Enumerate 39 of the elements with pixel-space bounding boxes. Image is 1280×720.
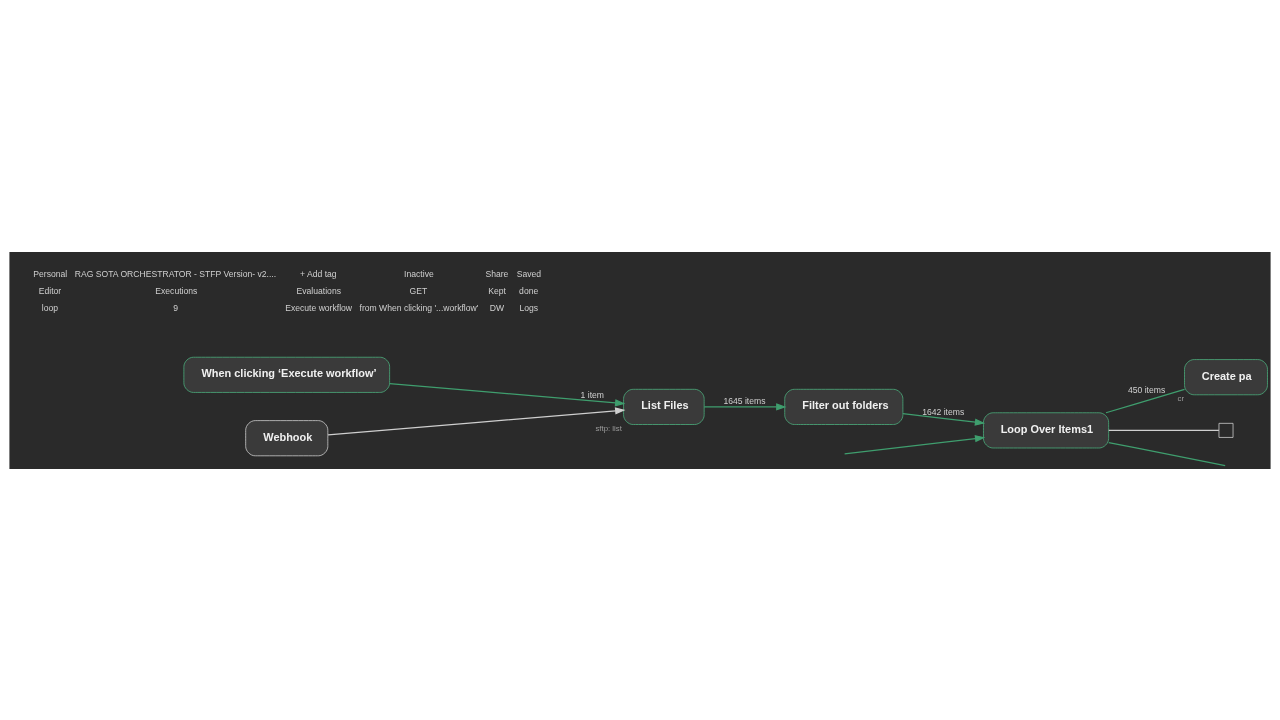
label: Execute workflow: [285, 302, 353, 313]
label: Share: [485, 268, 509, 279]
node-box: When clicking ‘Execute workflow’: [183, 356, 391, 393]
node-box: Create pa: [1184, 358, 1268, 395]
node-box: Webhook: [245, 419, 329, 456]
label: done: [519, 285, 539, 296]
node-label: sftp: list: [595, 423, 622, 433]
label: Inactive: [404, 268, 434, 279]
node-box: Loop Over Items1: [983, 411, 1110, 448]
connector: [1108, 441, 1226, 466]
node-box: Filter out folders: [784, 388, 904, 425]
connector: [1105, 388, 1186, 413]
arrow: [389, 382, 626, 406]
edge-label: 1 item: [580, 389, 604, 400]
label: + Add tag: [300, 268, 337, 279]
label: GET: [409, 285, 428, 296]
edge-label: 1642 items: [922, 406, 965, 417]
arrow: [902, 412, 986, 426]
label: Executions: [155, 285, 198, 296]
label: 9: [173, 302, 179, 313]
label: Logs: [519, 302, 539, 313]
node-box: List Files: [623, 388, 705, 425]
arrow: [703, 402, 787, 411]
label: Kept: [488, 285, 506, 296]
label: Evaluations: [296, 285, 341, 296]
label: Saved: [516, 268, 542, 279]
label: RAG SOTA ORCHESTRATOR - STFP Version- v2....: [74, 268, 277, 279]
node-box: [1218, 422, 1234, 438]
label: from When clicking '...workflow': [359, 302, 479, 313]
node-label: cr: [1177, 393, 1185, 403]
arrow: [844, 434, 986, 454]
label: Editor: [38, 285, 62, 296]
connector: [1108, 429, 1220, 431]
arrow: [327, 406, 626, 435]
label: Personal: [33, 268, 68, 279]
label: DW: [489, 302, 505, 313]
edge-label: 1645 items: [723, 395, 766, 406]
edge-label: 450 items: [1127, 384, 1166, 395]
label: loop: [41, 302, 59, 313]
